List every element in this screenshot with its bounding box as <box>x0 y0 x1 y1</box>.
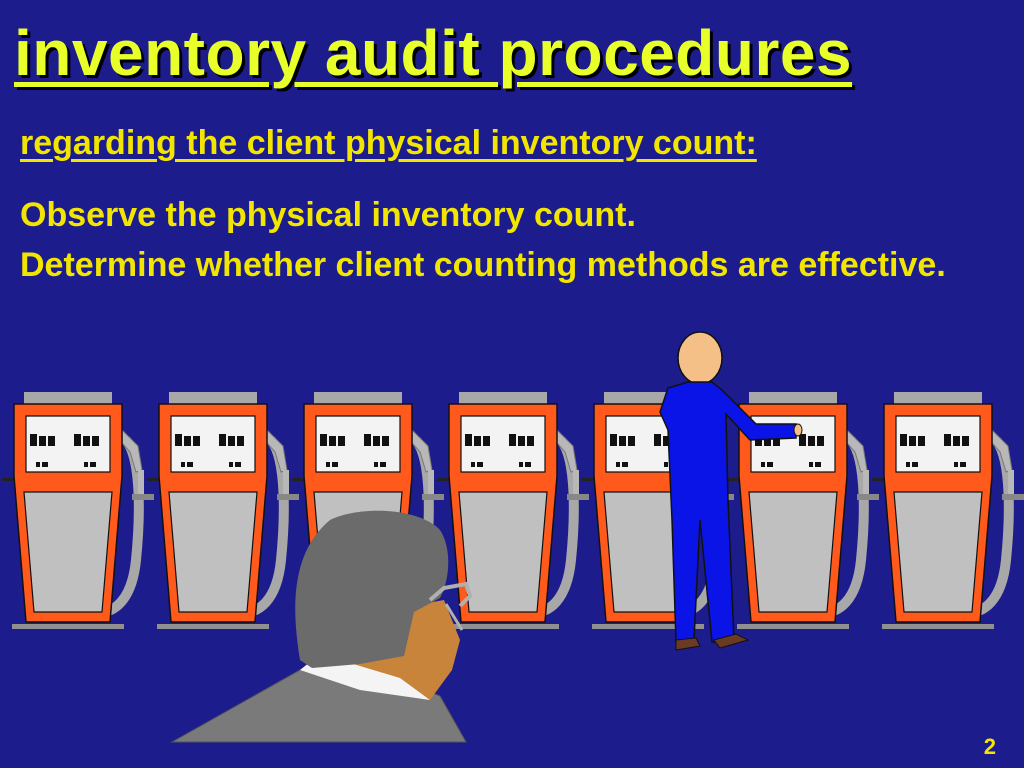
fuel-pump <box>147 392 299 629</box>
fuel-pump <box>437 392 589 629</box>
bullet-point: Determine whether client counting method… <box>20 246 946 284</box>
slide-subtitle: regarding the client physical inventory … <box>20 124 757 162</box>
auditor-figure <box>170 510 473 743</box>
page-number: 2 <box>983 734 996 759</box>
slide-title: inventory audit procedures <box>14 17 853 89</box>
fuel-pump <box>2 392 154 629</box>
bullet-point: Observe the physical inventory count. <box>20 196 636 234</box>
fuel-pump <box>872 392 1024 629</box>
slide-body: Observe the physical inventory count. De… <box>20 190 1000 290</box>
counting-worker <box>659 331 803 651</box>
